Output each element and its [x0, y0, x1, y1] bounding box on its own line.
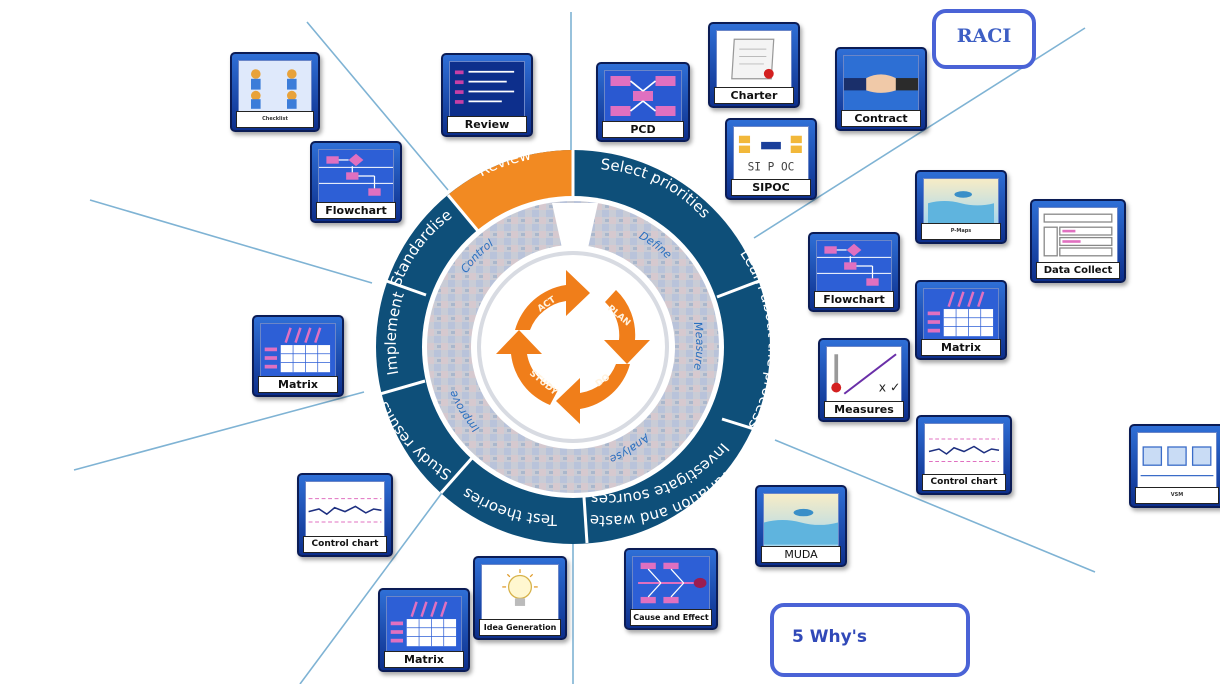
tool-caption: Contract — [841, 110, 921, 127]
raci-label: RACI — [956, 25, 1012, 47]
contract-tool[interactable]: Contract — [835, 47, 927, 131]
pcd-diagram-icon — [604, 70, 682, 122]
vsm-tool[interactable]: VSM — [1129, 424, 1220, 508]
flowchart-icon — [816, 240, 892, 292]
divider-ray — [73, 391, 365, 471]
svg-text:SI P OC: SI P OC — [748, 160, 795, 173]
tool-caption: Control chart — [303, 536, 387, 553]
divider-ray — [306, 21, 449, 191]
divider-ray — [774, 439, 1096, 573]
tool-caption: P-Maps — [921, 223, 1001, 240]
matrix-tool-right[interactable]: Matrix — [915, 280, 1007, 360]
control-chart-tool-right[interactable]: Control chart — [916, 415, 1012, 495]
data-collect-tool[interactable]: Data Collect — [1030, 199, 1126, 283]
matrix-icon — [386, 596, 462, 652]
sipoc-icon: SI P OC — [733, 126, 809, 180]
measures-icon: x ✓ — [826, 346, 902, 402]
pdsa-cycle: ACT PLAN DO STUDY — [496, 270, 650, 424]
tool-caption: Matrix — [921, 339, 1001, 356]
fishbone-icon — [632, 556, 710, 610]
tool-caption: Cause and Effect — [630, 609, 712, 626]
control-chart-tool-left[interactable]: Control chart — [297, 473, 393, 557]
tool-caption: MUDA — [761, 546, 841, 563]
flowchart-tool-right[interactable]: Flowchart — [808, 232, 900, 312]
five-whys-label: 5 Why's — [792, 627, 868, 647]
vsm-icon — [1137, 432, 1217, 488]
control-chart-icon — [924, 423, 1004, 475]
matrix-tool-bottom[interactable]: Matrix — [378, 588, 470, 672]
sipoc-tool[interactable]: SI P OC SIPOC — [725, 118, 817, 200]
people-icon — [238, 60, 312, 112]
matrix-tool-left[interactable]: Matrix — [252, 315, 344, 397]
handshake-icon — [843, 55, 919, 111]
band-gap — [552, 203, 598, 248]
muda-tool[interactable]: MUDA — [755, 485, 847, 567]
divider-ray — [89, 199, 373, 284]
tool-caption: Idea Generation — [479, 619, 561, 636]
checklist-tool[interactable]: Checklist — [230, 52, 320, 132]
divider-ray — [299, 481, 451, 684]
tool-caption: Matrix — [384, 651, 464, 668]
tool-caption: Review — [447, 116, 527, 133]
list-icon — [449, 61, 525, 117]
tool-caption: Measures — [824, 401, 904, 418]
tool-caption: Control chart — [922, 474, 1006, 491]
tool-caption: Charter — [714, 87, 794, 104]
matrix-icon — [923, 288, 999, 340]
tool-caption: Flowchart — [316, 202, 396, 219]
water-icon — [923, 178, 999, 224]
tool-caption: Matrix — [258, 376, 338, 393]
tool-caption: SIPOC — [731, 179, 811, 196]
idea-generation-tool[interactable]: Idea Generation — [473, 556, 567, 640]
svg-text:x ✓: x ✓ — [879, 380, 901, 394]
matrix-icon — [260, 323, 336, 377]
charter-tool[interactable]: Charter — [708, 22, 800, 108]
tool-caption: Flowchart — [814, 291, 894, 308]
tool-caption: VSM — [1135, 487, 1219, 504]
scroll-icon — [716, 30, 792, 88]
tool-caption: PCD — [602, 121, 684, 138]
review-tool[interactable]: Review — [441, 53, 533, 137]
water-icon — [763, 493, 839, 547]
cause-and-effect-tool[interactable]: Cause and Effect — [624, 548, 718, 630]
control-chart-icon — [305, 481, 385, 537]
flowchart-tool-left[interactable]: Flowchart — [310, 141, 402, 223]
raci-callout[interactable]: RACI — [932, 9, 1036, 69]
pcd-tool[interactable]: PCD — [596, 62, 690, 142]
tool-caption: Data Collect — [1036, 262, 1120, 279]
review-segment — [448, 150, 573, 231]
five-whys-callout[interactable]: 5 Why's — [770, 603, 970, 677]
lightbulb-icon — [481, 564, 559, 620]
pmaps-tool[interactable]: P-Maps — [915, 170, 1007, 244]
form-icon — [1038, 207, 1118, 263]
tool-caption: Checklist — [236, 111, 314, 128]
measures-tool[interactable]: x ✓ Measures — [818, 338, 910, 422]
outer-ring-separators — [377, 150, 771, 544]
flowchart-icon — [318, 149, 394, 203]
